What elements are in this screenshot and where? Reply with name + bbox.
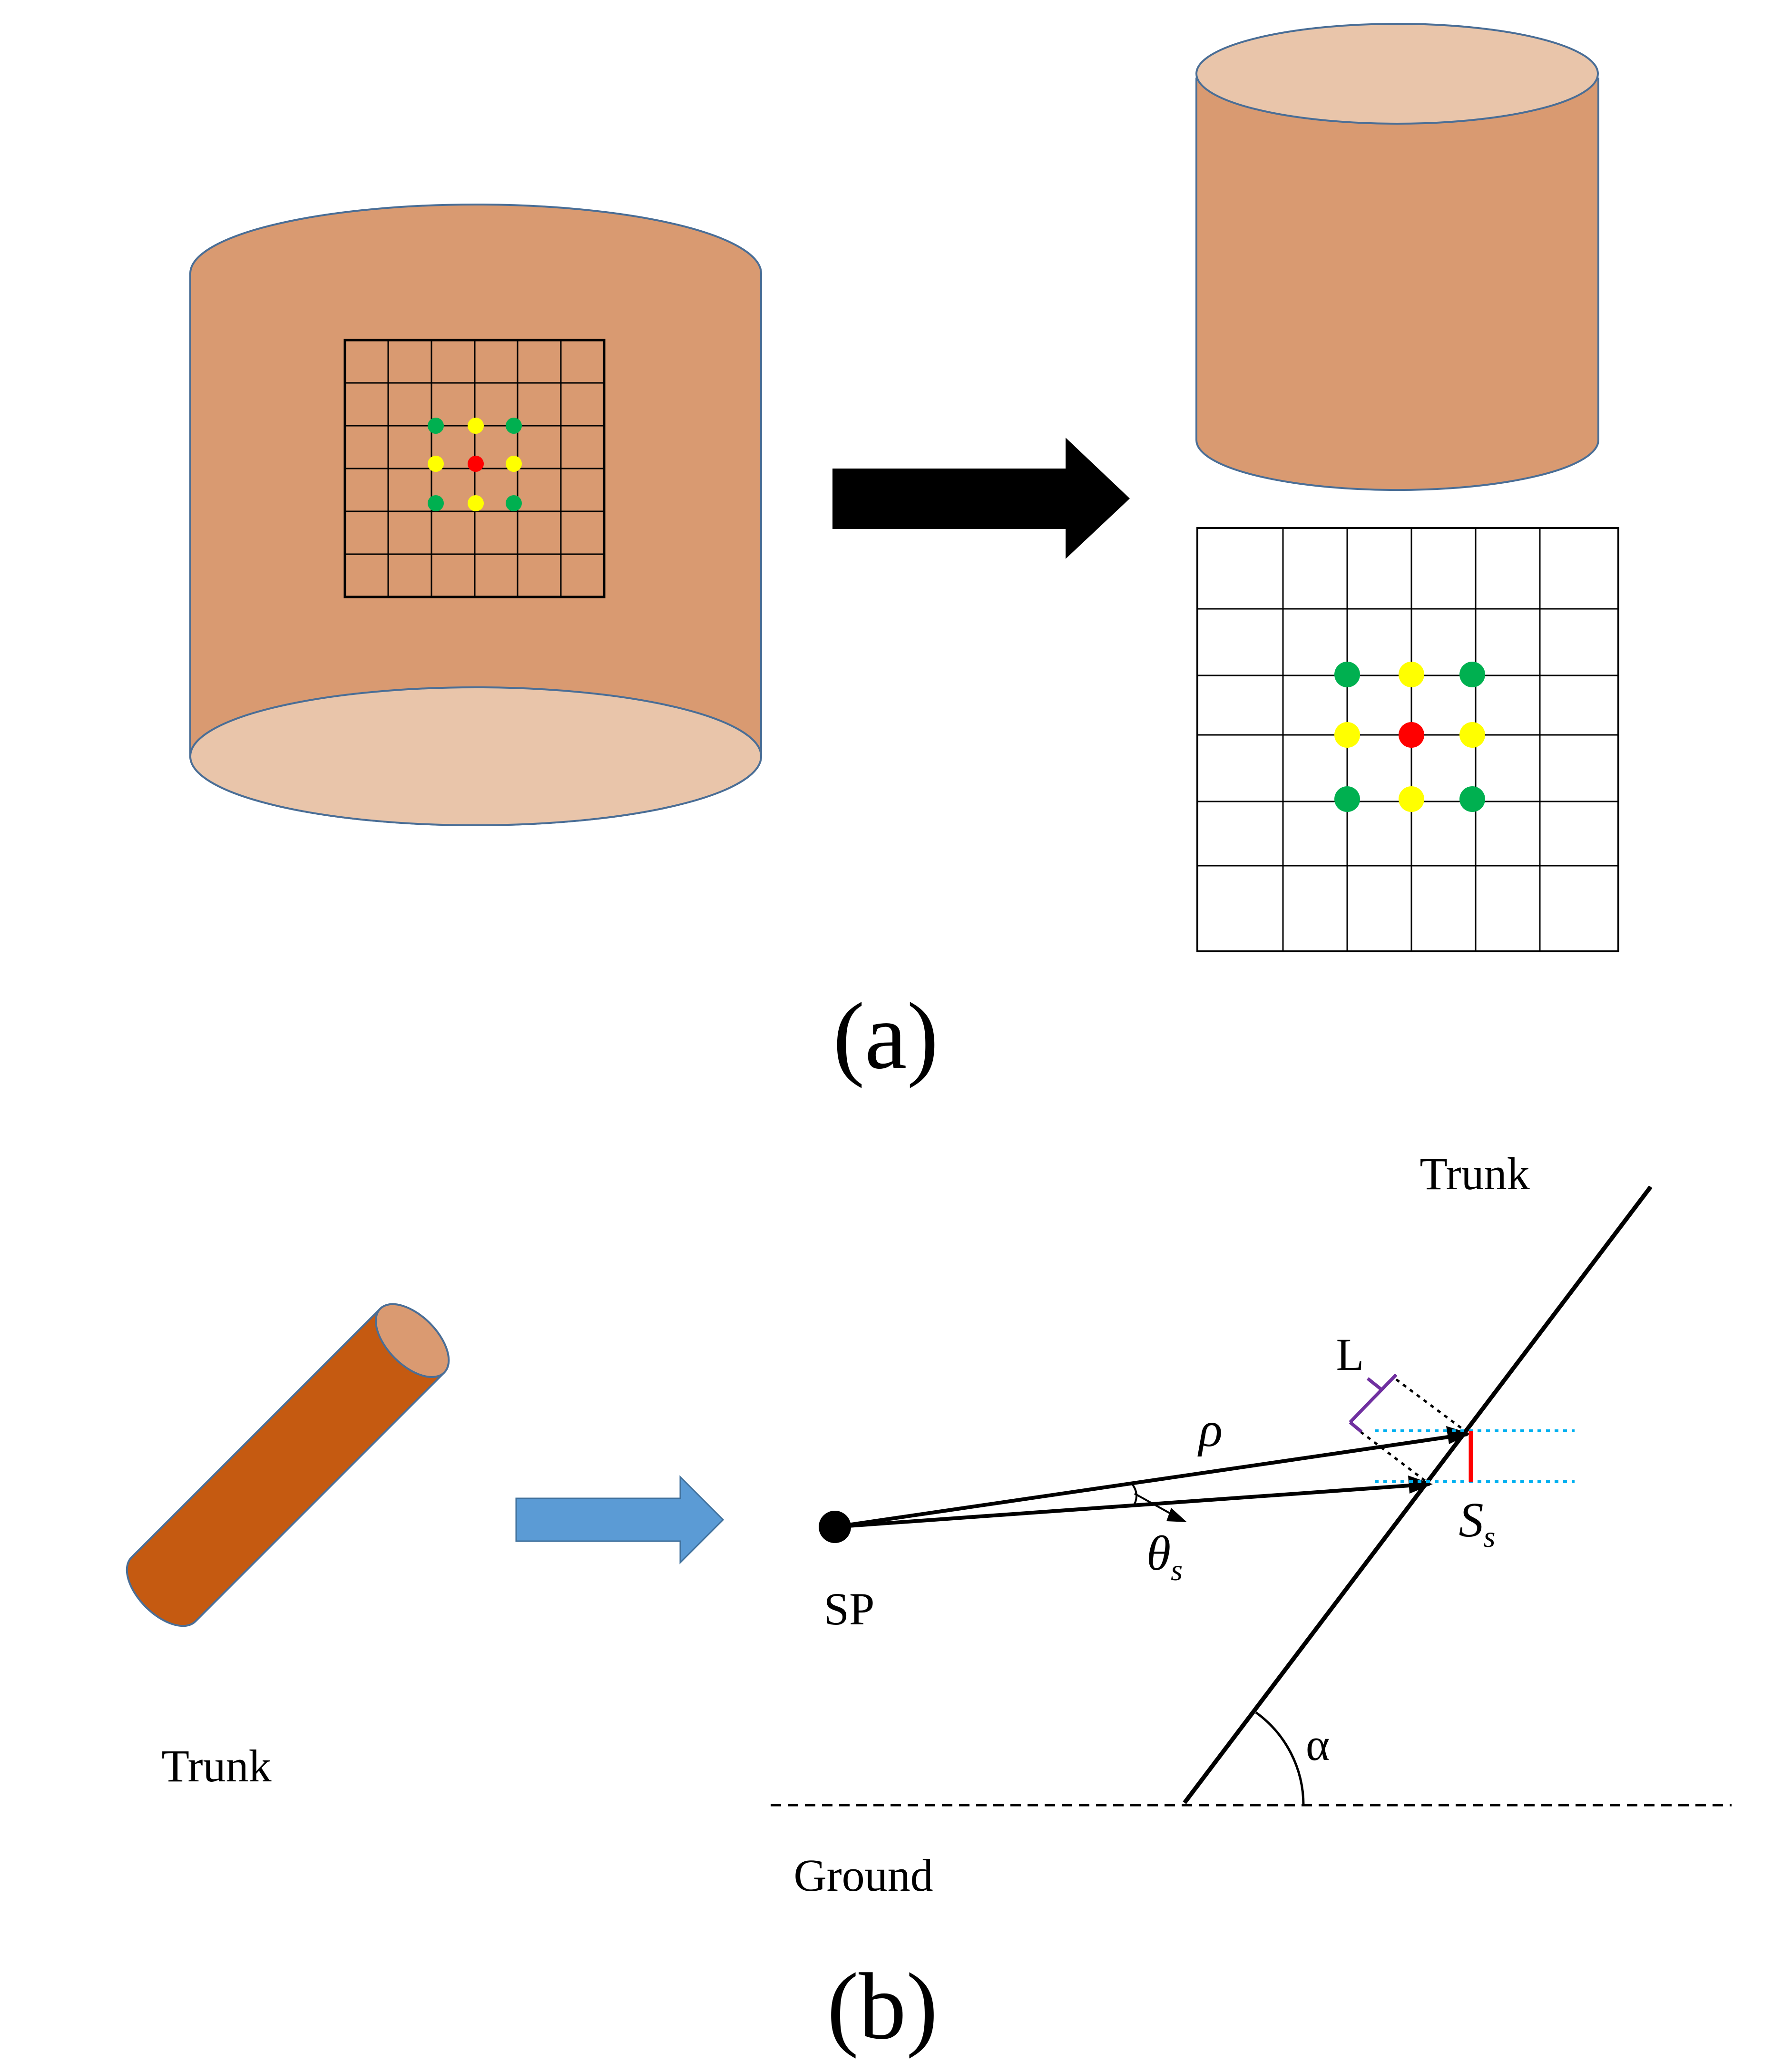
edge-neighbor-dot [1399, 662, 1424, 687]
edge-neighbor-dot [1334, 722, 1360, 748]
l-bracket [1349, 1373, 1398, 1424]
sp-label: SP [824, 1583, 875, 1634]
corner-neighbor-dot [506, 418, 522, 434]
l-bracket-tick-bottom [1349, 1421, 1363, 1433]
footprint-label: Ss [1459, 1493, 1496, 1554]
corner-neighbor-dot [1459, 662, 1485, 687]
theta-label: θs [1146, 1526, 1183, 1587]
transform-arrow [832, 438, 1130, 559]
ground-label: Ground [793, 1850, 933, 1901]
small-cylinder-body [1195, 78, 1599, 491]
theta-pointer-arrowhead [1166, 1508, 1187, 1522]
corner-neighbor-dot [428, 495, 444, 511]
edge-neighbor-dot [428, 456, 444, 472]
alpha-label: α [1306, 1719, 1330, 1770]
trunk-line [1183, 1185, 1653, 1804]
edge-neighbor-dot [468, 418, 484, 434]
edge-neighbor-dot [506, 456, 522, 472]
large-cylinder-bottom-cap [189, 686, 762, 826]
center-point-dot [468, 456, 484, 472]
beam-lower [834, 1482, 1430, 1529]
trunk-right-label: Trunk [1420, 1148, 1529, 1199]
blue-arrow [515, 1475, 724, 1564]
l-label: L [1336, 1329, 1364, 1380]
panel-a-label: (a) [833, 984, 939, 1089]
edge-neighbor-dot [1399, 786, 1424, 812]
large-cylinder [189, 204, 762, 826]
beam-upper [834, 1432, 1468, 1529]
panel-a: (a) [189, 23, 1619, 1089]
l-bracket-tick-top [1366, 1377, 1383, 1391]
small-cylinder-top-cap [1195, 23, 1599, 125]
small-cylinder [1195, 23, 1599, 491]
cylinder-grid-neighbor-points [428, 418, 522, 511]
panel-b-label: (b) [827, 1954, 938, 2059]
alpha-arc [1255, 1711, 1305, 1806]
corner-neighbor-dot [1334, 786, 1360, 812]
corner-neighbor-dot [428, 418, 444, 434]
tilted-trunk [126, 1303, 450, 1627]
trunk-left-label: Trunk [161, 1740, 271, 1791]
corner-neighbor-dot [506, 495, 522, 511]
panel-b: Trunk Trunk Ground α SP θs ρ Ss [126, 1148, 1732, 2059]
corner-neighbor-dot [1459, 786, 1485, 812]
edge-neighbor-dot [1459, 722, 1485, 748]
l-dotted-lower [1360, 1431, 1430, 1485]
tilted-trunk-cap [375, 1303, 450, 1378]
edge-neighbor-dot [468, 495, 484, 511]
l-dotted-upper [1395, 1378, 1469, 1434]
unrolled-grid-neighbor-points [1334, 662, 1485, 812]
rho-label: ρ [1197, 1402, 1223, 1457]
corner-neighbor-dot [1334, 662, 1360, 687]
beam-lower-arrowhead [1408, 1476, 1433, 1494]
center-point-dot [1399, 722, 1424, 748]
